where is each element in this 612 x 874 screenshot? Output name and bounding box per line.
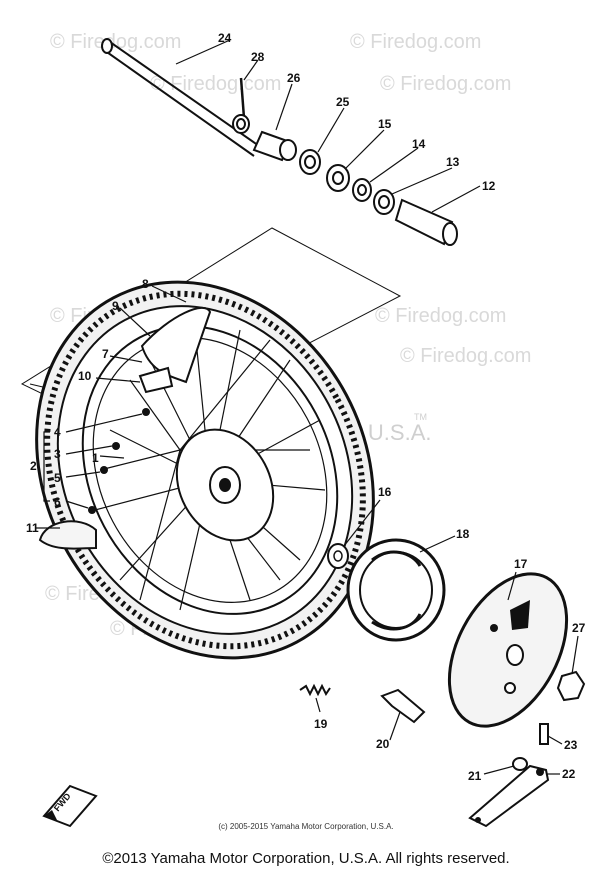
footer-copyright: ©2013 Yamaha Motor Corporation, U.S.A. A… [102,850,510,867]
watermark-text: © Firedog.com [375,305,506,327]
nipple-part [100,466,108,474]
callout-label: 8 [142,277,149,291]
spacer-flange-part [352,178,372,202]
wheel-assembly [35,280,375,660]
bearing-part [373,189,395,215]
spacer-part [394,198,454,246]
callout-label: 10 [78,369,92,383]
diagram-copyright: (c) 2005-2015 Yamaha Motor Corporation, … [218,822,394,831]
callout-label: 9 [112,299,119,313]
callout-label: 3 [54,447,61,461]
camshaft-part [380,688,426,724]
callout-label: 26 [287,71,301,85]
callout-label: 15 [378,117,392,131]
callout-label: 4 [54,425,61,439]
axle-assembly [101,38,458,246]
rim-lock-part [38,520,97,550]
watermark-text: © Firedog.com [50,31,181,53]
callout-label: 7 [102,347,109,361]
callout-label: 1 [92,451,99,465]
rim-part [81,325,339,615]
forward-arrow-icon: FWD [42,784,98,828]
callout-label: 17 [514,557,528,571]
callout-label: 5 [54,471,61,485]
watermark-text: © Firedog.com [400,345,531,367]
watermark-text: © Firedog.com [150,73,281,95]
axle-nut-part [232,114,250,134]
axle-part [103,41,263,157]
callout-label: 16 [378,485,392,499]
rim-band-part [140,306,212,384]
bolt-part [539,723,549,745]
callout-label: 27 [572,621,586,635]
cam-lever-part [468,764,550,828]
callout-label: 25 [336,95,350,109]
callout-label: 18 [456,527,470,541]
watermark-tm: TM [414,412,427,422]
spring-part [299,683,331,697]
callout-label: 19 [314,717,328,731]
nut-part [556,670,586,702]
callout-label: 23 [564,738,578,752]
callout-label: 22 [562,767,576,781]
nipple-part [88,506,96,514]
cotter-pin-part [239,77,246,119]
callout-label: 21 [468,769,482,783]
brake-assembly [299,538,586,828]
callout-label: 24 [218,31,232,45]
oil-seal-part [299,149,321,175]
callout-label: 20 [376,737,390,751]
nipple-part [112,442,120,450]
watermark-text: © Firedog.com [380,73,511,95]
washer-part [512,757,528,771]
leader-lines [36,39,579,775]
watermark-text: © Firedog.com [350,31,481,53]
callout-label: 6 [54,495,61,509]
callout-label: 11 [26,521,39,535]
bearing-part [326,164,350,192]
callout-label: 28 [251,50,265,64]
callout-labels: 24 28 26 25 15 14 13 12 8 9 7 10 4 3 2 1… [26,31,586,783]
axle-head [101,38,113,54]
callout-label: 2 [30,459,37,473]
callout-label: 12 [482,179,496,193]
nipple-part [142,408,150,416]
tube-valve-part [138,366,174,394]
callout-label: 13 [446,155,460,169]
callout-label: 14 [412,137,426,151]
